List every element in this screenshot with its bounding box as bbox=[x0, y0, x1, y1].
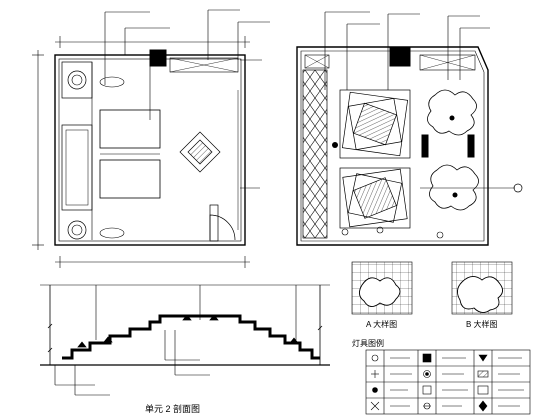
ceiling-cloud-upper bbox=[427, 89, 477, 136]
ceiling-plan bbox=[240, 11, 523, 246]
detail-b bbox=[451, 261, 513, 315]
section-drawing bbox=[40, 284, 330, 396]
detail-a bbox=[351, 261, 413, 315]
floor-plan-dimensions bbox=[32, 36, 262, 268]
ceiling-panel-lower bbox=[339, 167, 411, 229]
ceiling-cloud-lower bbox=[429, 164, 479, 211]
section-title: 单元 2 剖面图 bbox=[145, 403, 200, 414]
rug-diamond bbox=[179, 131, 221, 173]
floor-plan-top-leaders bbox=[104, 9, 270, 120]
legend-table bbox=[365, 349, 531, 415]
detail-a-label: A 大样图 bbox=[366, 319, 397, 329]
legend-title: 灯具图例 bbox=[352, 338, 384, 348]
detail-b-label: B 大样图 bbox=[466, 319, 498, 329]
floor-plan bbox=[32, 9, 270, 268]
ceiling-panel-upper bbox=[339, 89, 411, 159]
